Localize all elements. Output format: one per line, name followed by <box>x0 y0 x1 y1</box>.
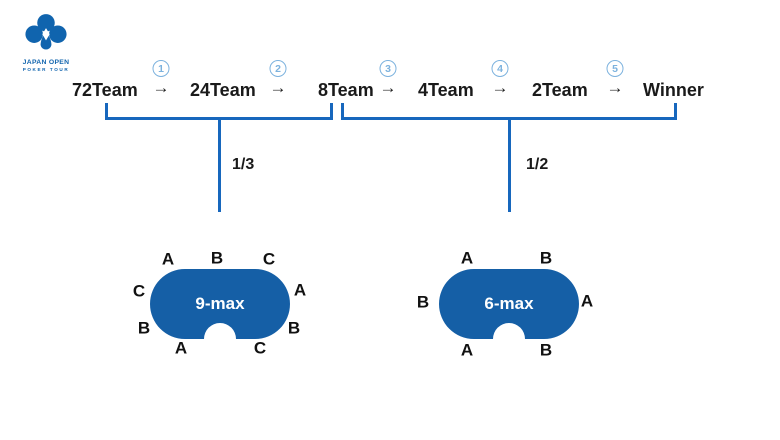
step-number-badge: 1 <box>152 60 170 77</box>
right-arrow-icon: → <box>606 78 624 97</box>
step-number-badge: 3 <box>379 60 397 77</box>
reduction-ratio-left: 1/3 <box>232 156 255 173</box>
seat-label: B <box>539 340 553 360</box>
flow-node-8team: 8Team <box>318 80 374 100</box>
seat-label: B <box>416 292 430 312</box>
seat-label: A <box>293 280 307 300</box>
flow-step-5: 5 → <box>606 60 624 97</box>
right-arrow-icon: → <box>152 78 170 97</box>
right-arrow-icon: → <box>379 78 397 97</box>
flow-node-24team: 24Team <box>190 80 256 100</box>
poker-table-shape <box>150 269 290 339</box>
bracket-stem-left <box>218 120 221 212</box>
flow-node-2team: 2Team <box>532 80 588 100</box>
step-number-badge: 4 <box>491 60 509 77</box>
logo-subtitle: POKER TOUR <box>22 66 70 72</box>
flow-node-72team: 72Team <box>72 80 138 100</box>
seat-label: A <box>460 248 474 268</box>
logo-title: JAPAN OPEN <box>22 59 70 66</box>
table-name: 9-max <box>195 294 245 313</box>
seat-label: B <box>287 318 301 338</box>
flow-step-4: 4 → <box>491 60 509 97</box>
seat-label: A <box>460 340 474 360</box>
flow-step-1: 1 → <box>152 60 170 97</box>
seat-label: B <box>137 318 151 338</box>
flow-step-3: 3 → <box>379 60 397 97</box>
jopt-logo: JAPAN OPEN POKER TOUR <box>20 13 72 72</box>
flow-node-winner: Winner <box>643 80 704 100</box>
seat-label: C <box>253 338 267 358</box>
seat-label: B <box>539 248 553 268</box>
table-9max: 9-max A B C C A B B A C <box>125 245 325 365</box>
right-arrow-icon: → <box>491 78 509 97</box>
seat-label: A <box>161 249 175 269</box>
bracket-stem-right <box>508 120 511 212</box>
step-number-badge: 2 <box>269 60 287 77</box>
seat-label: C <box>132 281 146 301</box>
seat-label: C <box>262 249 276 269</box>
table-6max: 6-max A B B A A B <box>405 245 605 365</box>
reduction-ratio-right: 1/2 <box>526 156 549 173</box>
seat-label: A <box>174 338 188 358</box>
flow-node-4team: 4Team <box>418 80 474 100</box>
club-logo-icon <box>25 14 67 50</box>
step-number-badge: 5 <box>606 60 624 77</box>
poker-table-shape <box>439 269 579 339</box>
right-arrow-icon: → <box>269 78 287 97</box>
table-name: 6-max <box>484 294 534 313</box>
flow-step-2: 2 → <box>269 60 287 97</box>
seat-label: B <box>210 248 224 268</box>
seat-label: A <box>580 291 594 311</box>
bracket-early-rounds <box>105 103 333 120</box>
bracket-late-rounds <box>341 103 677 120</box>
